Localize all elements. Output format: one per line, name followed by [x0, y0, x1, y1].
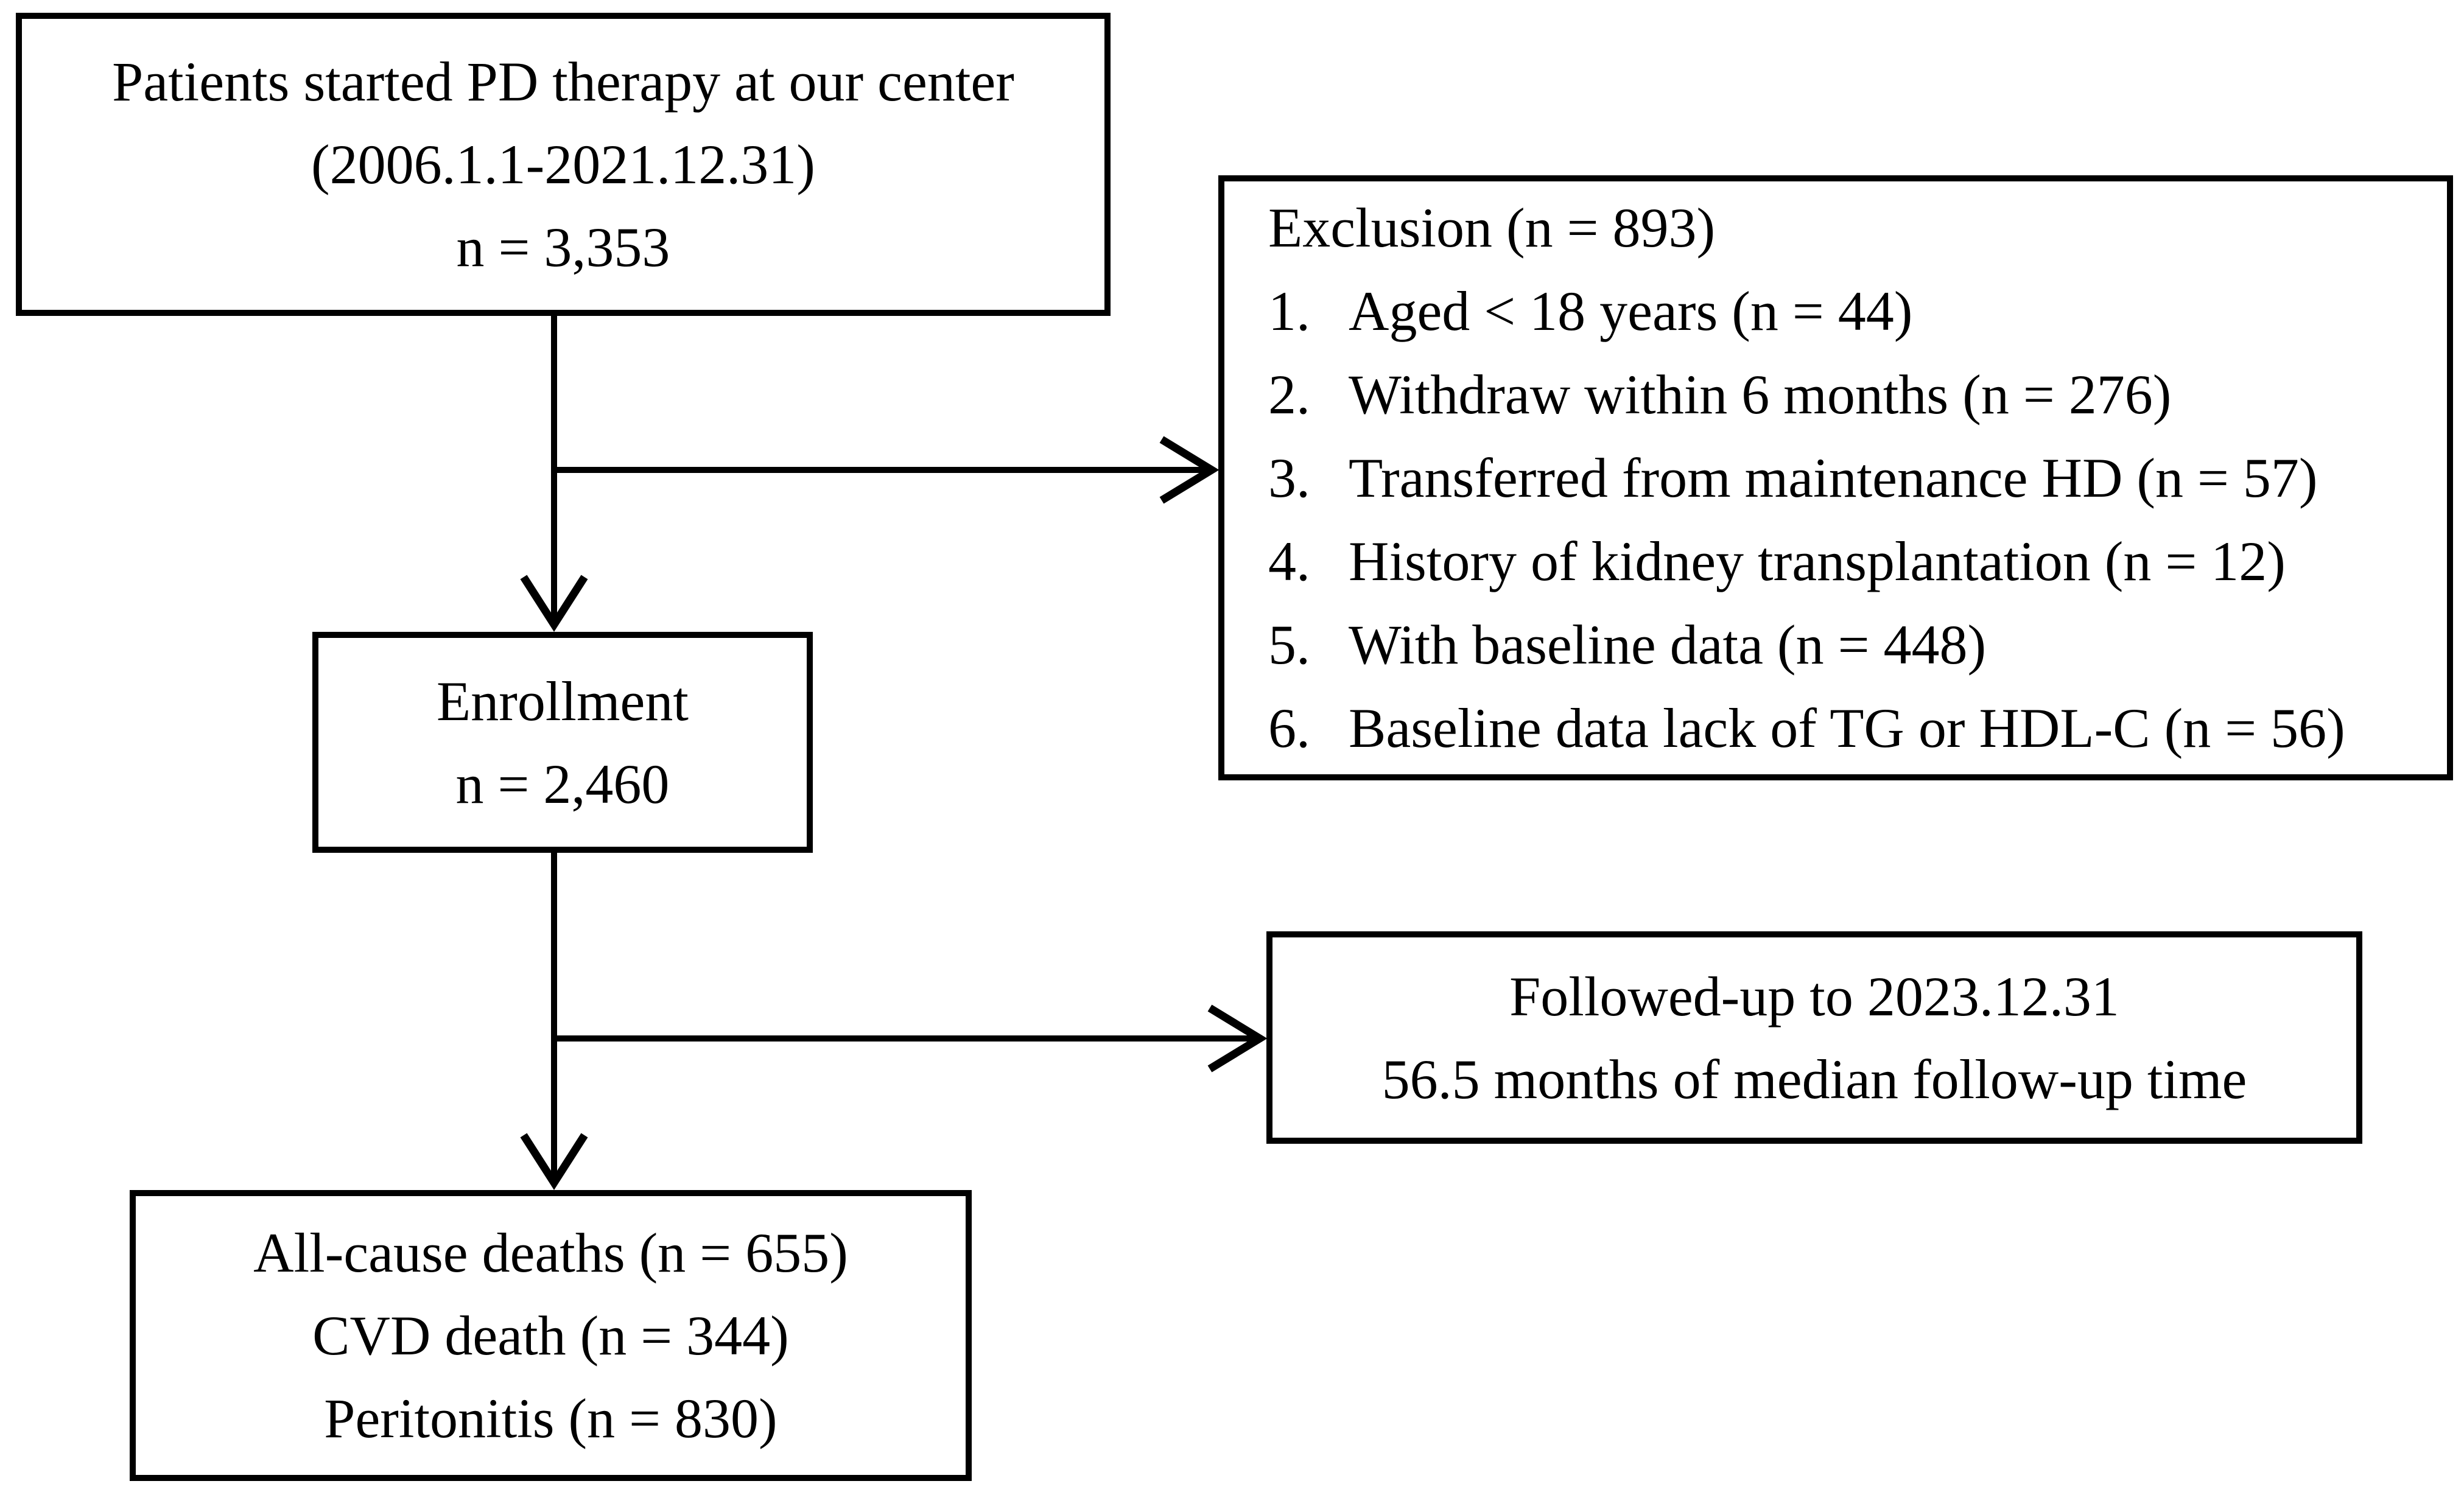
patients-box: Patients started PD therapy at our cente…: [16, 13, 1111, 316]
exclusion-item-number: 2.: [1268, 363, 1310, 425]
exclusion-item-2: 2. Withdraw within 6 months (n = 276): [1268, 353, 2171, 436]
exclusion-item-4: 4. History of kidney transplantation (n …: [1268, 520, 2286, 603]
exclusion-item-text: Baseline data lack of TG or HDL-C (n = 5…: [1349, 696, 2345, 759]
exclusion-item-number: 3.: [1268, 446, 1310, 509]
exclusion-item-text: Withdraw within 6 months (n = 276): [1349, 363, 2172, 425]
patients-box-line-1: Patients started PD therapy at our cente…: [112, 51, 1014, 113]
outcomes-box-line-3: Peritonitis (n = 830): [324, 1387, 777, 1449]
followup-box-line-1: Followed-up to 2023.12.31: [1509, 965, 2119, 1028]
patients-box-line-3: n = 3,353: [456, 216, 670, 278]
exclusion-item-text: With baseline data (n = 448): [1349, 613, 1987, 676]
exclusion-item-number: 5.: [1268, 613, 1310, 676]
exclusion-item-number: 6.: [1268, 696, 1310, 759]
arrow-to-followup-head-icon: [1207, 1004, 1268, 1073]
followup-box-line-2: 56.5 months of median follow-up time: [1381, 1048, 2247, 1110]
patients-box-line-2: (2006.1.1-2021.12.31): [311, 133, 815, 195]
followup-box: Followed-up to 2023.12.31 56.5 months of…: [1266, 931, 2362, 1144]
exclusion-title: Exclusion (n = 893): [1268, 196, 1716, 259]
exclusion-item-3: 3. Transferred from maintenance HD (n = …: [1268, 436, 2318, 520]
enrollment-box: Enrollment n = 2,460: [312, 632, 813, 853]
exclusion-item-number: 4.: [1268, 530, 1310, 592]
exclusion-item-6: 6. Baseline data lack of TG or HDL-C (n …: [1268, 687, 2345, 770]
exclusion-item-1: 1. Aged < 18 years (n = 44): [1268, 270, 1912, 353]
exclusion-item-5: 5. With baseline data (n = 448): [1268, 603, 1986, 687]
enrollment-box-line-2: n = 2,460: [455, 752, 670, 815]
exclusion-item-text: Aged < 18 years (n = 44): [1349, 279, 1913, 342]
arrow-patients-to-enrollment-head-icon: [520, 575, 588, 632]
arrow-to-exclusion-head-icon: [1159, 436, 1220, 504]
arrow-enrollment-to-outcomes-head-icon: [520, 1133, 588, 1191]
outcomes-box-line-1: All-cause deaths (n = 655): [253, 1222, 848, 1284]
outcomes-box-line-2: CVD death (n = 344): [312, 1304, 789, 1367]
exclusion-item-number: 1.: [1268, 279, 1310, 342]
outcomes-box: All-cause deaths (n = 655) CVD death (n …: [130, 1190, 972, 1481]
enrollment-box-line-1: Enrollment: [437, 670, 689, 732]
exclusion-item-text: History of kidney transplantation (n = 1…: [1349, 530, 2286, 592]
exclusion-box: Exclusion (n = 893) 1. Aged < 18 years (…: [1218, 175, 2453, 780]
exclusion-item-text: Transferred from maintenance HD (n = 57): [1349, 446, 2318, 509]
